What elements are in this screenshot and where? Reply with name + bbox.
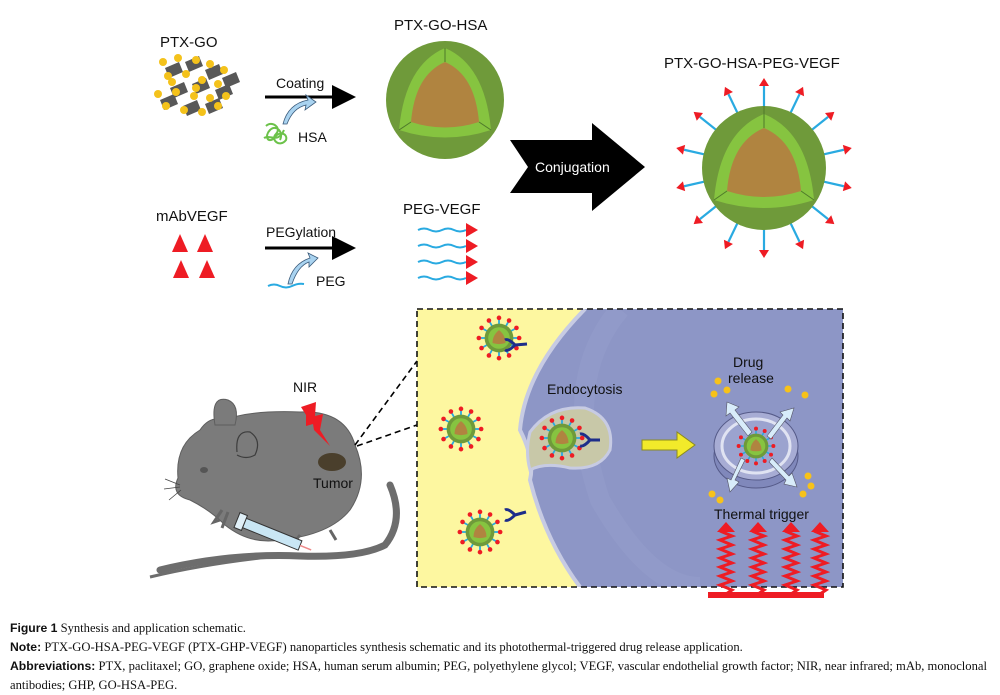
note-text: PTX-GO-HSA-PEG-VEGF (PTX-GHP-VEGF) nanop…	[44, 640, 743, 654]
nanoparticle	[438, 406, 484, 452]
thermal-trigger-label: Thermal trigger	[714, 506, 809, 522]
peg-curved-arrow-icon	[287, 252, 319, 285]
peg-label: PEG	[316, 273, 346, 289]
vegf-antibody	[723, 86, 733, 97]
pegylation-label: PEGylation	[266, 224, 336, 240]
heat-waves-icon	[708, 522, 831, 598]
vegf-antibody	[676, 181, 686, 192]
vegf-antibody	[693, 111, 704, 121]
peg-linker	[699, 116, 720, 133]
figure-caption: Figure 1 Synthesis and application schem…	[10, 619, 995, 695]
syringe-icon	[233, 511, 312, 551]
zoom-guide-line-bottom	[356, 424, 418, 447]
vegf-antibody	[842, 181, 852, 192]
mabvegf-antibody-icons	[172, 234, 215, 278]
drug-molecules	[708, 377, 815, 504]
peg-linker	[683, 179, 708, 188]
drug-release-label-line2: release	[728, 370, 774, 386]
vegf-antibody	[759, 250, 769, 258]
vegf-antibody	[676, 144, 686, 155]
ptx-go-hsa-peg-vegf-nanoparticle	[676, 78, 852, 258]
caption-note: Note: PTX-GO-HSA-PEG-VEGF (PTX-GHP-VEGF)…	[10, 638, 995, 657]
schematic-figure: PTX-GO Coating HSA PTX-GO-HSA Conjugatio…	[149, 17, 852, 598]
nanoparticle	[457, 509, 503, 555]
peg-linker	[788, 219, 801, 243]
tumor-label: Tumor	[313, 475, 353, 491]
mouse-illustration	[149, 398, 400, 579]
peg-linker	[699, 203, 720, 220]
peg-vegf-label: PEG-VEGF	[403, 201, 481, 218]
peg-linker	[820, 148, 845, 157]
release-arrows	[725, 401, 798, 493]
vegf-antibody	[795, 86, 805, 97]
vegf-antibody	[693, 215, 704, 225]
conjugation-label: Conjugation	[535, 159, 610, 175]
peg-chain-icon	[267, 282, 305, 289]
nir-lightning-icon	[301, 402, 330, 446]
vegf-antibody	[723, 239, 733, 250]
abbreviations-label: Abbreviations:	[10, 659, 96, 673]
peg-linker	[808, 116, 829, 133]
drug-release-label-line1: Drug	[733, 354, 763, 370]
abbreviations-text: PTX, paclitaxel; GO, graphene oxide; HSA…	[10, 659, 987, 692]
ptx-go-label: PTX-GO	[160, 34, 218, 51]
caption-title: Figure 1 Synthesis and application schem…	[10, 619, 995, 638]
nanoparticle	[539, 415, 585, 461]
ptx-go-hsa-label: PTX-GO-HSA	[394, 17, 487, 34]
receptor-icons	[504, 338, 600, 522]
peg-linker	[727, 93, 740, 117]
hsa-label: HSA	[298, 129, 327, 145]
figure-number: Figure 1	[10, 621, 58, 635]
zoom-guide-line-top	[354, 360, 418, 446]
figure-title: Synthesis and application schematic.	[60, 621, 246, 635]
caption-abbreviations: Abbreviations: PTX, paclitaxel; GO, grap…	[10, 657, 995, 695]
vegf-antibody	[824, 215, 835, 225]
peg-linker	[683, 148, 708, 157]
nanoparticle	[736, 426, 776, 466]
yellow-arrow-icon	[641, 431, 696, 459]
ptx-go-icon	[154, 54, 240, 116]
conjugation-arrow: Conjugation	[510, 123, 645, 211]
nanoparticle	[476, 315, 522, 361]
vegf-antibody	[842, 144, 852, 155]
vegf-antibody	[824, 111, 835, 121]
peg-linker	[788, 93, 801, 117]
hsa-protein-icon	[263, 122, 288, 145]
panel-border	[416, 308, 844, 588]
vegf-antibody	[759, 78, 769, 86]
endocytosis-label: Endocytosis	[547, 381, 622, 397]
peg-linker	[820, 179, 845, 188]
peg-linker	[808, 203, 829, 220]
mabvegf-label: mAbVEGF	[156, 208, 228, 225]
ptx-go-hsa-nanoparticle	[386, 41, 504, 159]
nir-label: NIR	[293, 379, 317, 395]
peg-linker	[727, 219, 740, 243]
hsa-curved-arrow-icon	[282, 93, 317, 125]
tumor-spot	[318, 453, 346, 471]
coating-label: Coating	[276, 75, 324, 91]
note-label: Note:	[10, 640, 42, 654]
final-nanoparticle-label: PTX-GO-HSA-PEG-VEGF	[664, 55, 840, 72]
vegf-antibody	[795, 239, 805, 250]
peg-vegf-conjugates	[417, 223, 478, 285]
